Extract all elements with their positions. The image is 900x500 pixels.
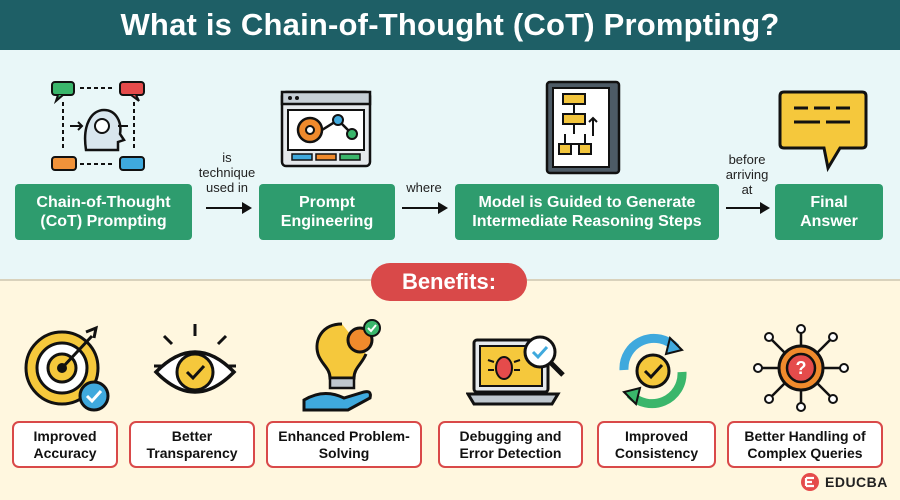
benefit-complex-queries: Better Handling of Complex Queries: [727, 421, 883, 468]
benefit-enhanced-problem-solving: Enhanced Problem-Solving: [266, 421, 422, 468]
benefits-heading: Benefits:: [371, 263, 527, 301]
definition-panel: [0, 50, 900, 279]
benefit-label: Improved Accuracy: [33, 427, 97, 461]
connector-label: before arriving at: [725, 152, 769, 197]
flow-box-prompt-engineering: Prompt Engineering: [259, 184, 395, 240]
speech-bubble-icon: [778, 90, 868, 173]
brand-name: EDUCBA: [825, 474, 888, 490]
svg-text:?: ?: [796, 358, 807, 378]
benefit-label: Improved Consistency: [614, 427, 699, 461]
flow-box-label: Final Answer: [800, 194, 858, 230]
benefit-label: Enhanced Problem-Solving: [278, 427, 410, 461]
arrow-icon: [206, 202, 252, 214]
flow-box-reasoning-steps: Model is Guided to Generate Intermediate…: [455, 184, 719, 240]
benefit-label: Better Handling of Complex Queries: [744, 427, 866, 461]
benefit-better-transparency: Better Transparency: [129, 421, 255, 468]
benefit-debugging-error-detection: Debugging and Error Detection: [438, 421, 583, 468]
thinking-head-icon: [51, 81, 145, 171]
header-bar: What is Chain-of-Thought (CoT) Prompting…: [0, 0, 900, 50]
connector-label: is technique used in: [198, 150, 256, 195]
benefit-label: Debugging and Error Detection: [459, 427, 562, 461]
benefit-improved-consistency: Improved Consistency: [597, 421, 716, 468]
flow-box-label: Chain-of-Thought (CoT) Prompting: [36, 194, 171, 230]
flow-box-label: Prompt Engineering: [280, 194, 374, 230]
educba-logo-icon: [801, 473, 819, 491]
page-title: What is Chain-of-Thought (CoT) Prompting…: [120, 7, 780, 42]
lightbulb-gear-icon: [302, 319, 381, 412]
benefit-label: Better Transparency: [146, 427, 238, 461]
gear-workflow-icon: [280, 90, 372, 168]
benefit-improved-accuracy: Improved Accuracy: [12, 421, 118, 468]
cycle-check-icon: [619, 333, 687, 409]
laptop-bug-search-icon: [466, 335, 565, 406]
target-check-icon: [24, 325, 110, 412]
eye-check-icon: [153, 324, 237, 394]
arrow-icon: [726, 202, 770, 214]
flow-box-cot-prompting: Chain-of-Thought (CoT) Prompting: [15, 184, 192, 240]
flowchart-document-icon: [545, 80, 621, 175]
connector-label: where: [406, 180, 442, 195]
flow-box-final-answer: Final Answer: [775, 184, 883, 240]
flow-box-label: Model is Guided to Generate Intermediate…: [472, 194, 702, 230]
brand-logo: EDUCBA: [800, 472, 888, 492]
circuit-question-icon: ?: [753, 324, 849, 412]
arrow-icon: [402, 202, 448, 214]
